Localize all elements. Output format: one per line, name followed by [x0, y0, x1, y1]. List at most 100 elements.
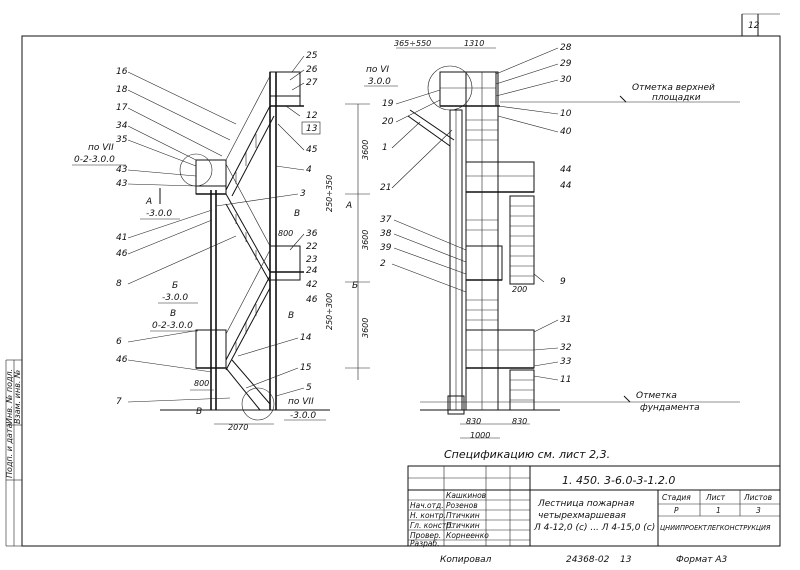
role-1: Н. контр. [410, 511, 446, 520]
sheets-value: 3 [756, 506, 761, 515]
callout-40: 40 [560, 127, 572, 137]
dim-h2: 3600 [361, 230, 370, 250]
dim-w-800-b: 800 [278, 229, 293, 238]
right-labels: 28 29 30 10 40 44 44 9 31 32 33 11 [495, 43, 572, 385]
callout-2: 2 [380, 259, 386, 269]
name-3: Птичкин [446, 521, 480, 530]
marker-a-mid: А [345, 201, 352, 211]
footer-doc-no: 24368-02 [566, 555, 610, 565]
callout-6: 6 [116, 337, 122, 347]
callout-3: 3 [300, 189, 306, 199]
section-v-value: 0-2-3.0.0 [152, 321, 193, 331]
callout-37: 37 [380, 215, 392, 225]
section-a-value: -3.0.0 [146, 209, 172, 219]
stamp-podp-data: Подп. и дата [5, 423, 14, 478]
callout-26: 26 [306, 65, 318, 75]
callout-43-b: 43 [116, 179, 128, 189]
dim-200: 200 [512, 285, 527, 294]
dim-w-800-a: 800 [194, 379, 209, 388]
callout-4: 4 [306, 165, 312, 175]
right-elevation: 365÷550 1310 830 830 1000 200 [394, 39, 560, 440]
callout-38: 38 [380, 229, 392, 239]
organization: ЦНИИПРОЕКТЛЕГКОНСТРУКЦИЯ [660, 524, 771, 532]
callout-31: 31 [560, 315, 571, 325]
elev-bottom-line1: Отметка [636, 391, 677, 401]
callout-24: 24 [306, 266, 318, 276]
right-left-labels: 19 20 1 21 37 38 39 2 по VI 3.0.0 [364, 65, 467, 293]
callout-14: 14 [300, 333, 312, 343]
callout-17: 17 [116, 103, 128, 113]
footer-copied: Копировал [440, 555, 492, 565]
dim-small1: 250÷350 [325, 175, 334, 212]
callout-19: 19 [382, 99, 394, 109]
role-3: Провер. [410, 531, 441, 540]
elev-top-line2: площадки [652, 93, 701, 103]
marker-b-top: В [294, 209, 300, 219]
callout-20: 20 [382, 117, 394, 127]
name-4: Корнеенко [446, 531, 489, 540]
ref-top-right-line1: по VI [366, 65, 389, 75]
callout-27: 27 [306, 78, 318, 88]
callout-12: 12 [306, 111, 318, 121]
name-2: Птичкин [446, 511, 480, 520]
callout-44-a: 44 [560, 165, 572, 175]
dim-830-b: 830 [512, 417, 527, 426]
callout-30: 30 [560, 75, 572, 85]
callout-44-b: 44 [560, 181, 572, 191]
dim-small2: 250÷300 [325, 293, 334, 330]
callout-29: 29 [560, 59, 572, 69]
footer-page: 13 [620, 555, 632, 565]
callout-36: 36 [306, 229, 318, 239]
callout-46-c: 46 [306, 295, 318, 305]
title-line1: Лестница пожарная [537, 499, 635, 509]
section-b-letter: Б [172, 281, 178, 291]
callout-42: 42 [306, 280, 318, 290]
callout-34: 34 [116, 121, 128, 131]
stage-value: Р [674, 506, 679, 515]
role-4: Разраб. [410, 539, 439, 548]
callout-15: 15 [300, 363, 312, 373]
callout-35: 35 [116, 135, 128, 145]
section-b-value: -3.0.0 [162, 293, 188, 303]
title-line3: Л 4-12,0 (с) ... Л 4-15,0 (с) [533, 523, 655, 533]
role-0: Нач.отд. [410, 501, 444, 510]
sheet-header: Лист [705, 493, 726, 502]
marker-b-mid: Б [352, 281, 358, 291]
dim-h3: 3600 [361, 318, 370, 338]
sheet-value: 1 [716, 506, 721, 515]
ref-top-right-line2: 3.0.0 [368, 77, 391, 87]
dim-top-b: 1310 [464, 39, 484, 48]
callout-11: 11 [560, 375, 571, 385]
callout-33: 33 [560, 357, 572, 367]
dim-w-bottom: 2070 [228, 423, 248, 432]
callout-43-a: 43 [116, 165, 128, 175]
left-labels: 16 18 17 34 35 43 43 41 46 8 6 46 7 [116, 67, 237, 407]
callout-16: 16 [116, 67, 128, 77]
dim-1000: 1000 [470, 431, 490, 440]
ref-bottom-line2: -3.0.0 [290, 411, 316, 421]
callout-45: 45 [306, 145, 318, 155]
callout-13: 13 [306, 124, 318, 134]
dim-top-a: 365÷550 [394, 39, 431, 48]
callout-41: 41 [116, 233, 127, 243]
ref-top-left-line2: 0-2-3.0.0 [74, 155, 115, 165]
left-references: по VII 0-2-3.0.0 А -3.0.0 Б -3.0.0 В 0-2… [72, 143, 358, 421]
footer: Копировал 24368-02 13 Формат А3 [440, 555, 728, 565]
callout-10: 10 [560, 109, 572, 119]
callout-39: 39 [380, 243, 392, 253]
sheets-header: Листов [743, 493, 772, 502]
title-block: 1. 450. 3-6.0-3-1.2.0 Лестница пожарная … [407, 465, 781, 548]
callout-25: 25 [306, 51, 318, 61]
stamp-inv-podl: Инв. № подл. [5, 369, 14, 424]
section-a-letter: А [145, 197, 152, 207]
callout-8: 8 [116, 279, 122, 289]
marker-v-base: В [196, 407, 202, 417]
callout-46-b: 46 [116, 355, 128, 365]
callout-32: 32 [560, 343, 572, 353]
name-1: Розенов [446, 501, 478, 510]
dim-830-a: 830 [466, 417, 481, 426]
footer-format: Формат А3 [676, 555, 728, 565]
elevation-marks: Отметка верхней площадки Отметка фундаме… [420, 83, 740, 413]
